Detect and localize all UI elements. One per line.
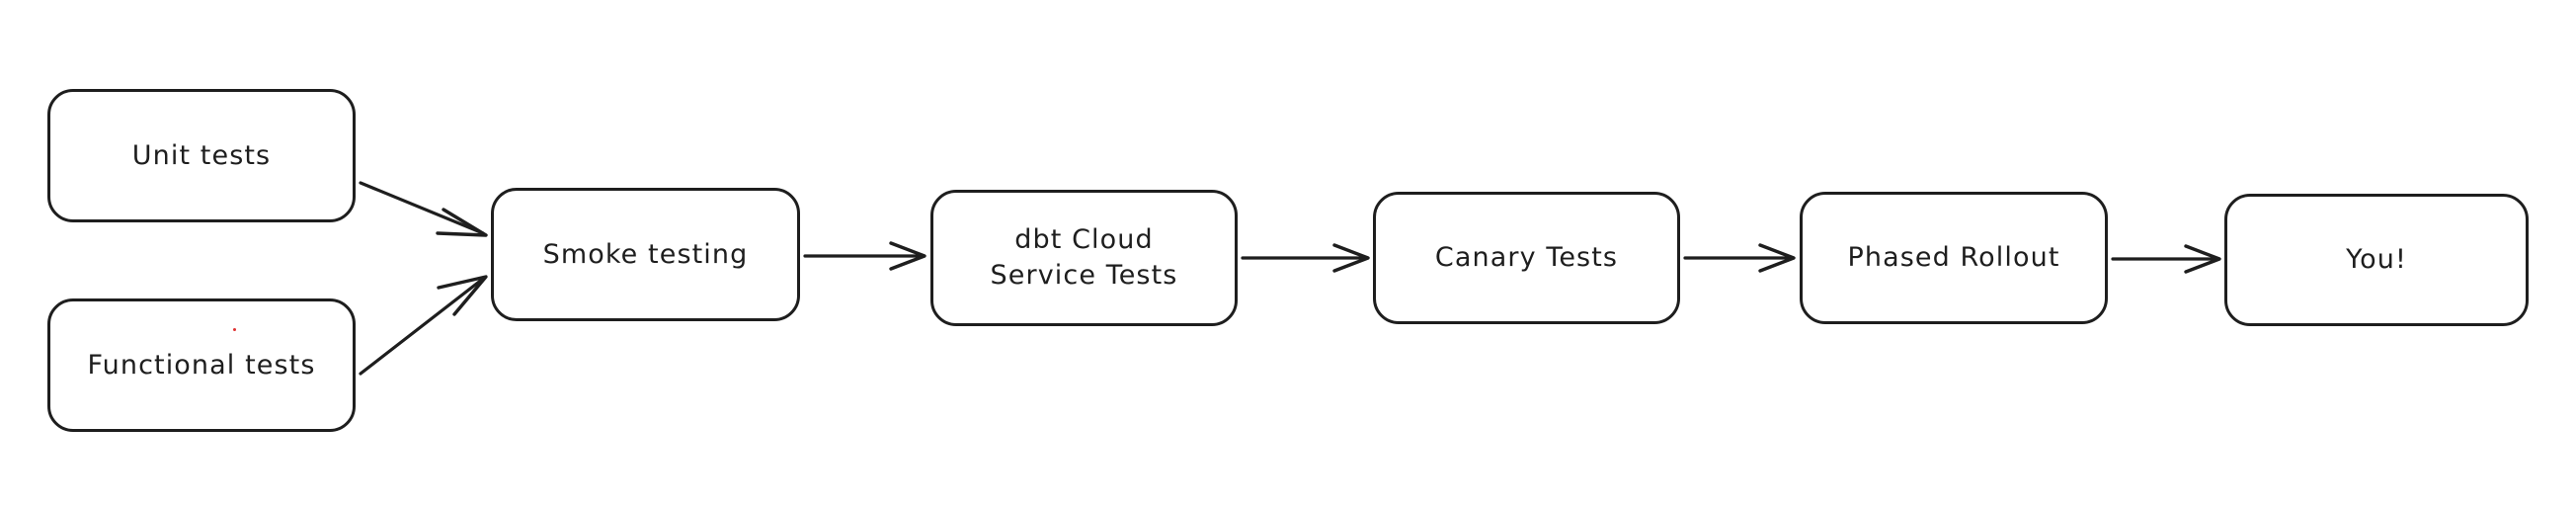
node-dbt-cloud-service-tests[interactable]: dbt Cloud Service Tests	[930, 190, 1238, 326]
node-canary-tests[interactable]: Canary Tests	[1373, 192, 1680, 324]
node-label: Canary Tests	[1434, 242, 1619, 274]
edge-phased-to-you	[2111, 244, 2221, 274]
node-smoke-testing[interactable]: Smoke testing	[491, 188, 800, 321]
node-label: Phased Rollout	[1847, 242, 2060, 274]
node-functional-tests[interactable]: Functional tests	[47, 298, 356, 432]
node-phased-rollout[interactable]: Phased Rollout	[1800, 192, 2108, 324]
node-label: Unit tests	[131, 139, 272, 171]
edge-functional-to-smoke	[359, 275, 488, 376]
node-unit-tests[interactable]: Unit tests	[47, 89, 356, 222]
red-speck-mark	[233, 328, 236, 331]
node-label: You!	[2346, 244, 2407, 276]
edge-smoke-to-dbt	[803, 241, 926, 271]
node-label: dbt Cloud Service Tests	[990, 224, 1178, 291]
edge-unit-to-smoke	[359, 181, 488, 237]
edge-dbt-to-canary	[1241, 243, 1370, 273]
node-label: Functional tests	[87, 349, 316, 381]
edge-canary-to-phased	[1683, 243, 1796, 273]
node-you[interactable]: You!	[2224, 194, 2529, 326]
node-label: Smoke testing	[542, 238, 749, 270]
